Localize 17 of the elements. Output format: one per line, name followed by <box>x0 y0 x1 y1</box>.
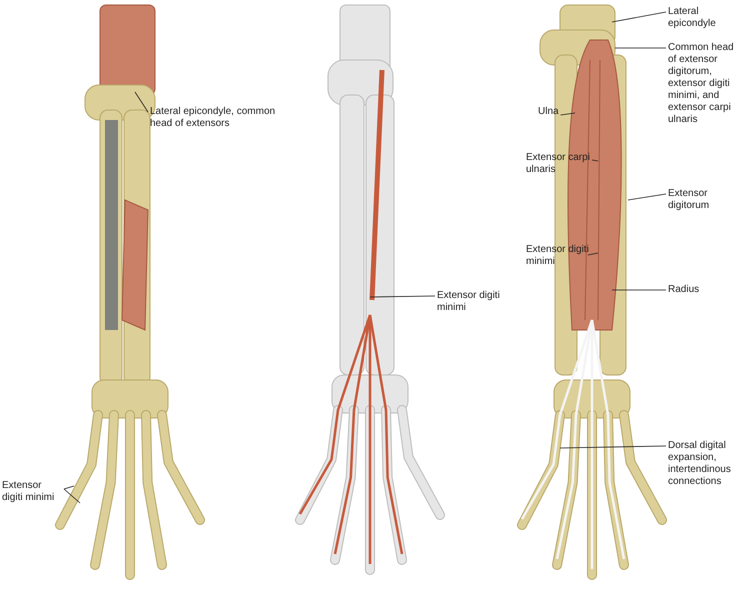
anatomy-label: Radius <box>668 284 700 296</box>
leader-line <box>588 252 598 256</box>
anatomy-label: Dorsal digital expansion, intertendinous connections <box>668 440 732 488</box>
anatomy-label: Common head of extensor digitorum, extensor digiti minimi, and extensor carpi ulnaris <box>668 42 735 126</box>
leader-line <box>592 160 598 162</box>
anatomy-label: Lateral epicondyle <box>668 6 717 30</box>
leader-line <box>560 446 666 448</box>
anatomy-label: Extensor digiti minimi <box>437 290 501 314</box>
anatomy-label: Extensor digitorum <box>668 188 710 212</box>
leader-line <box>64 488 80 504</box>
leader-line <box>64 486 74 490</box>
leader-line <box>628 194 666 200</box>
leader-line <box>612 12 666 22</box>
leader-line <box>560 112 576 116</box>
leader-line <box>134 92 148 112</box>
anatomy-label: Extensor digiti minimi <box>2 480 56 504</box>
leader-line <box>370 296 436 298</box>
